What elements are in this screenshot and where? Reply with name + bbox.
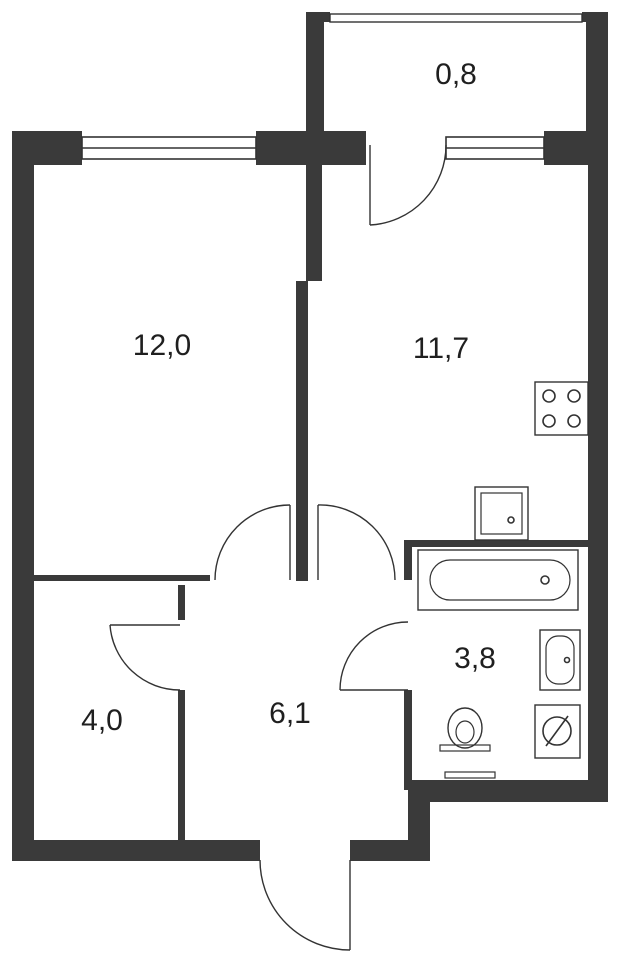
door-icon <box>369 144 447 226</box>
door-icon <box>214 504 291 581</box>
hall-area-label: 6,1 <box>269 697 311 730</box>
window-icon <box>445 136 545 160</box>
kitchen-area-label: 11,7 <box>413 332 469 365</box>
washbasin-icon <box>539 629 581 691</box>
door-icon <box>259 859 351 951</box>
walls <box>12 12 608 861</box>
door-icon <box>109 624 181 691</box>
threshold-icon <box>444 771 496 779</box>
electric-panel-icon <box>534 704 581 759</box>
sink-icon <box>474 486 529 541</box>
door-icon <box>339 621 409 691</box>
bathtub-icon <box>417 549 579 611</box>
window-icon <box>81 136 257 160</box>
window-icon <box>329 13 583 23</box>
door-icon <box>317 504 396 581</box>
stove-icon <box>534 381 589 436</box>
room-area-label: 12,0 <box>133 329 191 362</box>
storage-area-label: 4,0 <box>81 704 123 737</box>
bathroom-area-label: 3,8 <box>454 642 496 675</box>
balcony-area-label: 0,8 <box>435 58 477 91</box>
toilet-icon <box>439 707 491 752</box>
